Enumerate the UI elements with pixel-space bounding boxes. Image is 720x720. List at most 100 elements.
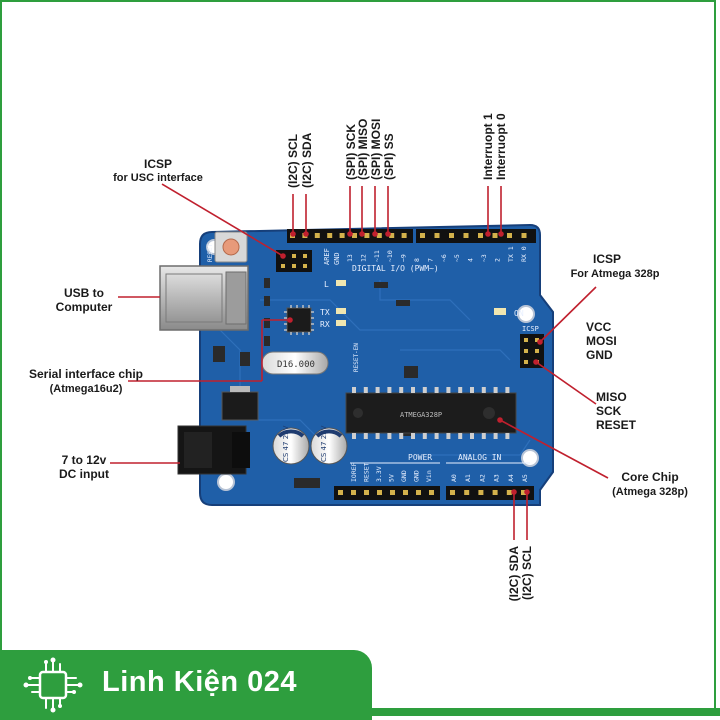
header-pin	[338, 490, 343, 495]
digital-pin-label: ~6	[440, 254, 448, 262]
analog-pin-label: A5	[521, 474, 529, 482]
chip-pin	[423, 433, 427, 439]
crystal-label: D16.000	[277, 360, 315, 370]
power-pin-label: GND	[413, 470, 421, 482]
header-pin	[403, 490, 408, 495]
usb-label-line2: Computer	[56, 300, 113, 314]
power-pin-label: RESET	[363, 462, 371, 482]
sck-label: SCK	[596, 404, 622, 418]
power-pin-label: IOREF	[350, 462, 358, 482]
header-pin	[522, 233, 527, 238]
serial-chip-label-line1: Serial interface chip	[29, 367, 143, 381]
icsp-usb-title: ICSP	[144, 157, 172, 171]
power-label: POWER	[408, 453, 432, 462]
icsp-usb-subtitle: for USC interface	[113, 172, 203, 184]
analog-pin-label: A0	[450, 474, 458, 482]
spi-miso-label: (SPI) MISO	[356, 119, 370, 180]
header-pin	[507, 233, 512, 238]
power-pin-label: 3.3V	[375, 466, 383, 482]
chip-pin	[364, 433, 368, 439]
analog-header	[446, 486, 534, 500]
analog-pin-label: A3	[493, 474, 501, 482]
chip-logo-icon	[22, 656, 84, 714]
header-pin	[402, 233, 407, 238]
power-pin-label: 5V	[388, 474, 396, 482]
serial-chip-label-line2: (Atmega16u2)	[50, 383, 123, 395]
led-tx-label: TX	[320, 308, 330, 317]
reset-callout-label: RESET	[596, 418, 637, 432]
digital-pin-label: 2	[493, 258, 501, 262]
chip-pin	[505, 433, 509, 439]
header-pin	[420, 233, 425, 238]
digital-pin-label: 7	[426, 258, 434, 262]
chip-pin	[411, 433, 415, 439]
header-pin	[478, 490, 483, 495]
spi-mosi-label: (SPI) MOSI	[369, 119, 383, 180]
interrupt-1-label: Interruopt 1	[481, 113, 495, 180]
chip-pin	[494, 387, 498, 393]
header-pin	[464, 490, 469, 495]
header-pin	[390, 490, 395, 495]
cap2-label: CS 47 25V	[320, 425, 328, 462]
header-pin	[435, 233, 440, 238]
electrolytic-capacitor-2	[311, 428, 347, 464]
gnd-label: GND	[333, 252, 341, 265]
led-rx-label: RX	[320, 320, 330, 329]
chip-pin	[364, 387, 368, 393]
chip-pin	[505, 387, 509, 393]
header-pin	[493, 233, 498, 238]
dc-input-label-line2: DC input	[59, 467, 109, 481]
brand-name: Linh Kiện 024	[102, 666, 297, 699]
analog-in-label: ANALOG IN	[458, 453, 502, 462]
icsp-board-label: ICSP	[522, 325, 539, 333]
digital-pin-label: ~10	[386, 250, 394, 262]
icsp-atmega-subtitle: For Atmega 328p	[571, 268, 660, 280]
header-pin	[464, 233, 469, 238]
header-pin	[315, 233, 320, 238]
chip-pin	[494, 433, 498, 439]
chip-pin	[387, 387, 391, 393]
usb-label-line1: USB to	[64, 286, 104, 300]
analog-pin-label: A4	[507, 474, 515, 482]
chip-pin	[446, 387, 450, 393]
header-pin	[377, 490, 382, 495]
digital-pin-label: 8	[413, 258, 421, 262]
digital-header-right	[416, 229, 536, 243]
dc-input-label-line1: 7 to 12v	[62, 453, 107, 467]
header-pin	[450, 490, 455, 495]
header-pin	[327, 233, 332, 238]
spi-ss-label: (SPI) SS	[382, 133, 396, 180]
digital-pin-label: 12	[359, 254, 367, 262]
chip-pin	[399, 387, 403, 393]
analog-pin-label: A1	[464, 474, 472, 482]
chip-pin	[482, 387, 486, 393]
header-pin	[364, 233, 369, 238]
chip-pin	[458, 433, 462, 439]
aref-label: AREF	[323, 248, 331, 265]
core-chip-label-line2: (Atmega 328p)	[612, 486, 688, 498]
reset-en-label: RESET-EN	[353, 343, 360, 372]
header-pin	[507, 490, 512, 495]
chip-pin	[470, 387, 474, 393]
chip-pin	[470, 433, 474, 439]
power-pin-label: GND	[400, 470, 408, 482]
digital-pin-label: ~9	[400, 254, 408, 262]
header-pin	[429, 490, 434, 495]
chip-pin	[423, 387, 427, 393]
footer-accent-line	[372, 708, 720, 716]
header-pin	[493, 490, 498, 495]
reset-button[interactable]	[215, 232, 247, 262]
digital-pin-label: ~11	[373, 250, 381, 262]
digital-pin-label: TX 1	[507, 246, 515, 262]
top-sda-label: (I2C) SDA	[300, 132, 314, 188]
chip-pin	[376, 433, 380, 439]
dc-power-jack	[178, 426, 250, 474]
header-pin	[416, 490, 421, 495]
vcc-label: VCC	[586, 320, 612, 334]
chip-pin	[352, 387, 356, 393]
usb-connector	[160, 266, 248, 330]
icsp-atmega-title: ICSP	[593, 252, 621, 266]
led-l-label: L	[324, 280, 329, 289]
chip-pin	[482, 433, 486, 439]
